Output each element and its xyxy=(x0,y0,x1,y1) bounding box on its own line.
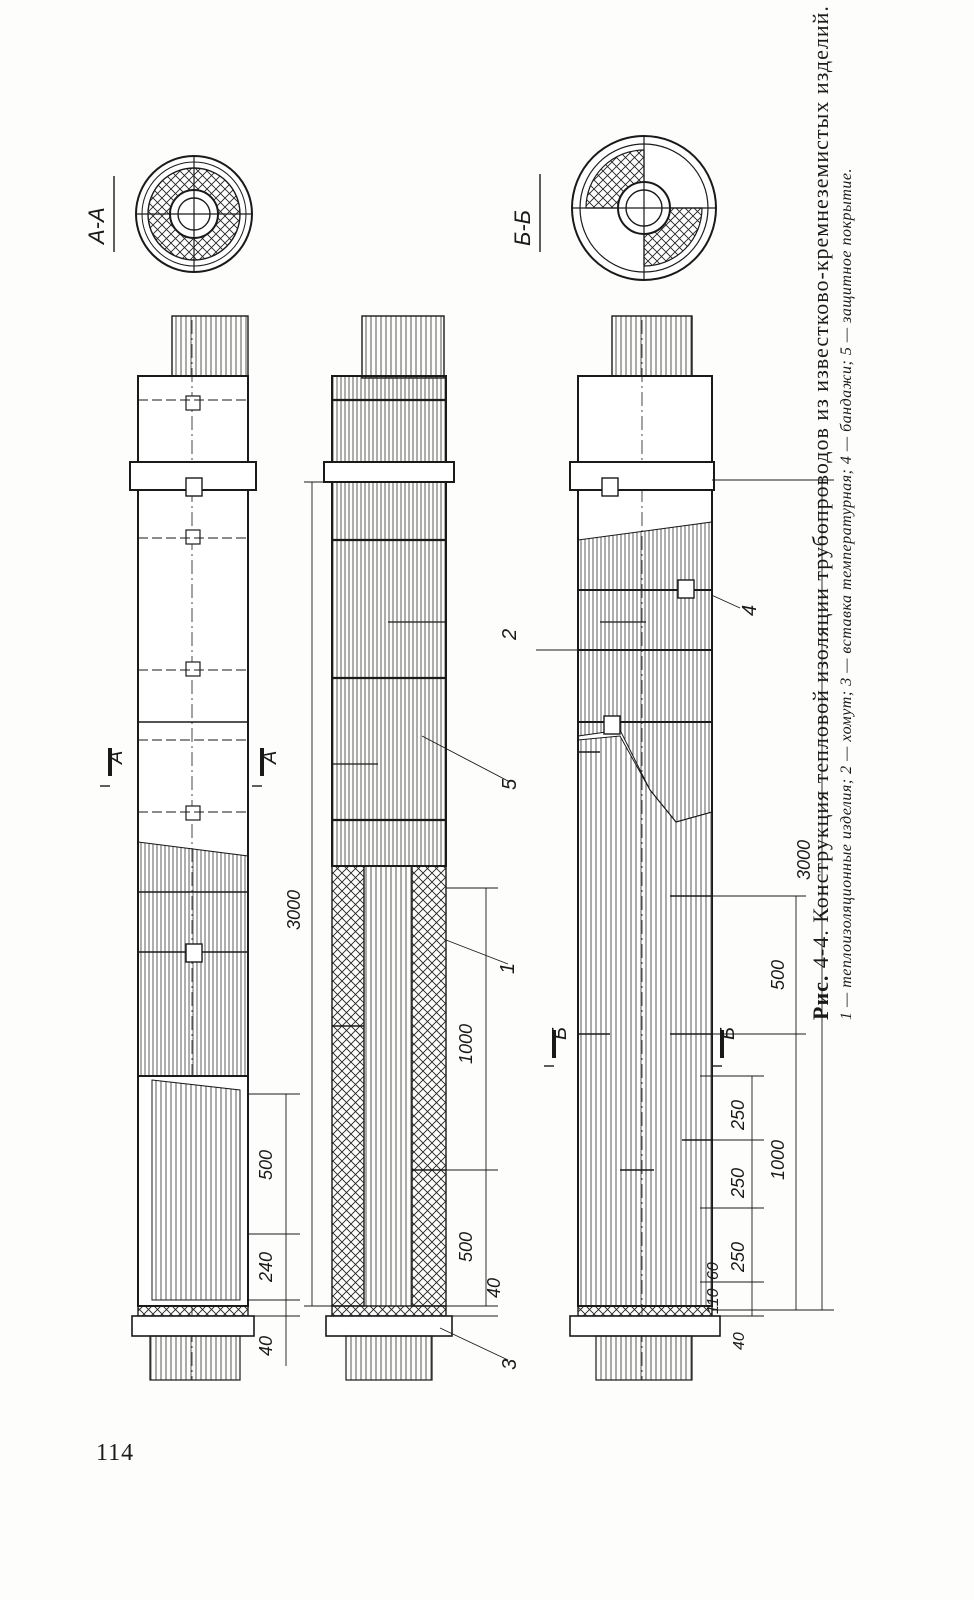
dim-right-250c: 250 xyxy=(728,1242,748,1273)
dim-right-250b: 250 xyxy=(728,1168,748,1199)
dim-mid-3000: 3000 xyxy=(284,890,304,930)
left-assembly xyxy=(129,315,257,1381)
dim-right-3000: 3000 xyxy=(794,840,814,880)
dim-right-110: 110 xyxy=(705,1288,722,1314)
callout-5: 5 xyxy=(499,778,521,790)
dim-left-240: 240 xyxy=(256,1252,276,1283)
dim-right-250a: 250 xyxy=(728,1100,748,1131)
section-a-label-bottom: А xyxy=(259,751,281,765)
section-aa-title: А-А xyxy=(84,207,109,246)
callout-2: 2 xyxy=(499,629,521,641)
section-b-label-top: Б xyxy=(549,1027,571,1040)
dim-right-1000: 1000 xyxy=(768,1140,788,1180)
dim-right-500: 500 xyxy=(768,960,788,990)
caption-title: 4-4. Конструкция тепловой изоляции трубо… xyxy=(808,5,833,969)
cross-section-aa xyxy=(135,155,253,273)
page-number: 114 xyxy=(96,1440,135,1466)
callout-3: 3 xyxy=(499,1359,521,1370)
figure-caption: Рис. 4-4. Конструкция тепловой изоляции … xyxy=(808,5,856,1020)
callout-4: 4 xyxy=(739,605,761,616)
section-a-label-top: А xyxy=(105,751,127,765)
caption-legend: 1 — теплоизоляционные изделия; 2 — хомут… xyxy=(838,168,855,1020)
dim-mid-1000: 1000 xyxy=(456,1024,476,1064)
cross-section-bb xyxy=(571,135,717,281)
callout-1: 1 xyxy=(497,963,519,974)
dim-right-40: 40 xyxy=(731,1332,748,1350)
dim-mid-40: 40 xyxy=(484,1278,504,1298)
dim-right-60: 60 xyxy=(705,1262,722,1280)
caption-prefix: Рис. xyxy=(808,974,833,1020)
right-dimension-lines xyxy=(700,479,834,1317)
section-a-marker xyxy=(100,748,264,787)
middle-assembly xyxy=(323,315,455,1381)
right-assembly xyxy=(569,315,721,1381)
dim-mid-500: 500 xyxy=(456,1232,476,1262)
dim-left-40: 40 xyxy=(256,1336,276,1356)
section-bb-title: Б-Б xyxy=(510,210,535,246)
section-b-marker xyxy=(544,1030,724,1067)
left-dimension-line xyxy=(248,1093,300,1366)
dim-left-500: 500 xyxy=(256,1150,276,1180)
middle-dimension-lines xyxy=(304,481,498,1317)
section-b-label-bottom: Б xyxy=(717,1027,739,1040)
